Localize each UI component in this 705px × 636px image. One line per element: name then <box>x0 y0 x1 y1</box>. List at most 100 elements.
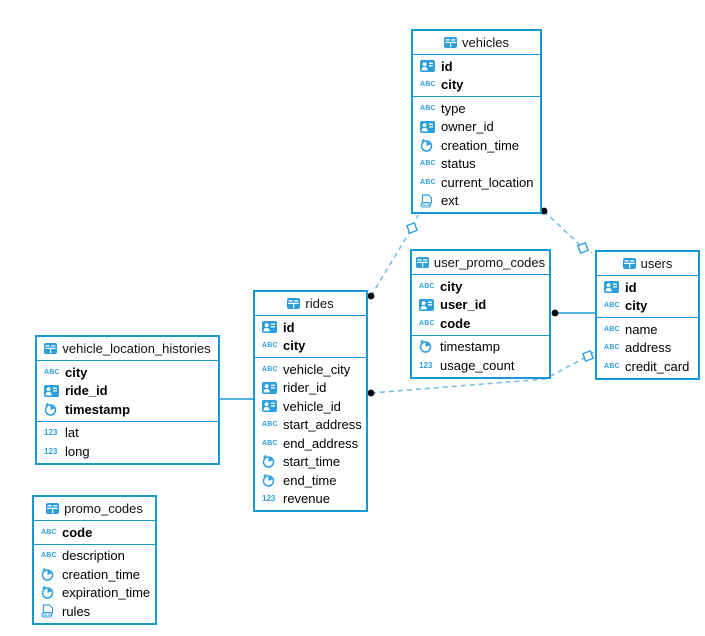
column-row-id[interactable]: id <box>597 278 698 297</box>
column-row-id[interactable]: id <box>413 57 540 76</box>
column-name: lat <box>65 425 79 441</box>
svg-text:JSON: JSON <box>421 203 431 207</box>
column-row-timestamp[interactable]: timestamp <box>412 338 549 357</box>
column-name: start_address <box>283 417 362 433</box>
varchar-icon: ABC <box>420 160 436 168</box>
column-name: creation_time <box>441 137 520 153</box>
column-row-id[interactable]: id <box>255 318 366 337</box>
column-row-status[interactable]: ABC status <box>413 155 540 174</box>
column-name: city <box>625 298 648 314</box>
column-name: name <box>625 321 658 337</box>
table-name: vehicle_location_histories <box>62 341 211 356</box>
column-row-credit_card[interactable]: ABC credit_card <box>597 357 698 376</box>
varchar-icon: ABC <box>262 342 278 350</box>
column-row-rider_id[interactable]: rider_id <box>255 379 366 398</box>
varchar-icon: ABC <box>604 302 620 310</box>
column-row-user_id[interactable]: user_id <box>412 296 549 315</box>
column-row-creation_time[interactable]: creation_time <box>413 136 540 155</box>
column-name: vehicle_city <box>283 361 351 377</box>
column-name: timestamp <box>65 401 131 417</box>
column-row-timestamp[interactable]: timestamp <box>37 400 218 419</box>
many-end-dot <box>551 309 559 317</box>
varchar-icon: ABC <box>604 344 620 352</box>
table-header[interactable]: user_promo_codes <box>412 251 549 275</box>
timestamp-icon <box>420 138 436 152</box>
table-icon <box>622 257 636 270</box>
id-icon <box>262 381 278 394</box>
column-name: code <box>440 315 471 331</box>
table-name: user_promo_codes <box>433 255 546 270</box>
table-header[interactable]: vehicle_location_histories <box>37 337 218 361</box>
column-name: end_time <box>283 472 337 488</box>
table-header[interactable]: rides <box>255 292 366 316</box>
column-row-ride_id[interactable]: ride_id <box>37 382 218 401</box>
column-row-vehicle_city[interactable]: ABC vehicle_city <box>255 360 366 379</box>
column-row-start_time[interactable]: start_time <box>255 453 366 472</box>
column-name: city <box>283 338 306 354</box>
varchar-icon: ABC <box>604 325 620 333</box>
varchar-icon: ABC <box>262 421 278 429</box>
timestamp-icon <box>419 340 435 353</box>
id-icon <box>604 281 620 294</box>
column-name: description <box>62 548 125 564</box>
column-row-owner_id[interactable]: owner_id <box>413 118 540 137</box>
column-row-start_address[interactable]: ABC start_address <box>255 416 366 435</box>
column-row-city[interactable]: ABC city <box>597 297 698 316</box>
table-header[interactable]: users <box>597 252 698 276</box>
table-icon <box>415 256 429 269</box>
timestamp-icon <box>41 586 57 599</box>
column-name: owner_id <box>441 119 494 135</box>
column-name: address <box>625 340 672 356</box>
varchar-icon: ABC <box>604 362 620 370</box>
table-name: users <box>640 256 673 271</box>
column-row-address[interactable]: ABC address <box>597 339 698 358</box>
one-end-square <box>581 349 595 363</box>
column-name: city <box>65 364 88 380</box>
json-icon: JSON <box>41 604 57 618</box>
column-name: status <box>441 156 476 172</box>
column-row-vehicle_id[interactable]: vehicle_id <box>255 397 366 416</box>
varchar-icon: ABC <box>420 104 436 112</box>
table-icon <box>287 297 301 310</box>
column-name: id <box>625 279 637 295</box>
table-header[interactable]: promo_codes <box>34 497 155 521</box>
column-row-end_time[interactable]: end_time <box>255 471 366 490</box>
column-name: credit_card <box>625 358 690 374</box>
column-name: end_address <box>283 435 359 451</box>
table-header[interactable]: vehicles <box>413 31 540 55</box>
column-row-expiration_time[interactable]: expiration_time <box>34 584 155 603</box>
varchar-icon: ABC <box>419 282 435 290</box>
column-row-creation_time[interactable]: creation_time <box>34 565 155 584</box>
column-row-name[interactable]: ABC name <box>597 320 698 339</box>
one-end-square <box>405 221 419 235</box>
varchar-icon: ABC <box>262 365 278 373</box>
column-row-city[interactable]: ABC city <box>255 337 366 356</box>
